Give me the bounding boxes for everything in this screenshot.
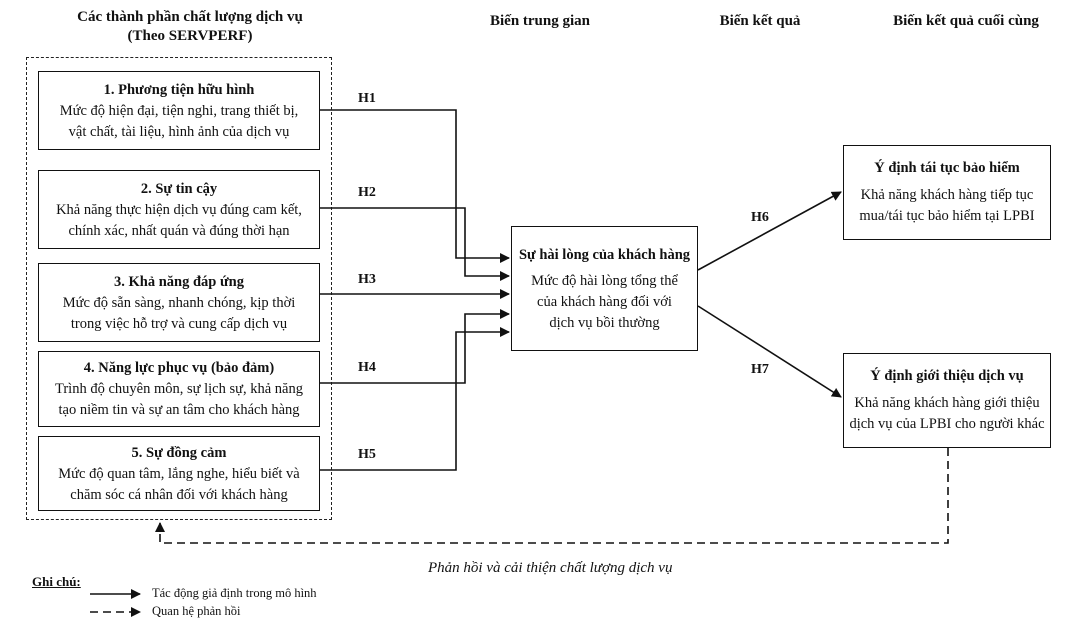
header-mediator: Biến trung gian (489, 13, 591, 29)
arrow-h2 (320, 207, 510, 281)
satisfaction-line1: Mức độ hài lòng tổng thể (531, 273, 678, 289)
referral-line2: dịch vụ của LPBI cho người khác (849, 416, 1045, 432)
arrow-h1 (320, 109, 510, 263)
referral-intention-box: Ý định giới thiệu dịch vụ Khả năng khách… (843, 353, 1051, 448)
header-components-line2: (Theo SERVPERF) (127, 28, 253, 44)
header-outcome: Biến kết quả (719, 13, 801, 29)
component-box-empathy: 5. Sự đồng cảm Mức độ quan tâm, lắng ngh… (38, 436, 320, 511)
renewal-line1: Khả năng khách hàng tiếp tục (860, 187, 1034, 203)
component-desc-line2: chăm sóc cá nhân đối với khách hàng (70, 487, 288, 503)
hypothesis-label-h1: H1 (358, 91, 376, 106)
hypothesis-label-h5: H5 (358, 447, 376, 462)
satisfaction-title: Sự hài lòng của khách hàng (518, 247, 691, 263)
component-title: 1. Phương tiện hữu hình (103, 82, 255, 98)
component-box-responsiveness: 3. Khả năng đáp ứng Mức độ sẵn sàng, nha… (38, 263, 320, 342)
arrow-h6 (697, 191, 842, 271)
renewal-title: Ý định tái tục bảo hiểm (874, 160, 1020, 176)
hypothesis-label-h4: H4 (358, 360, 376, 375)
arrow-h4 (320, 309, 510, 384)
component-desc-line1: Trình độ chuyên môn, sự lịch sự, khả năn… (55, 381, 303, 397)
component-box-assurance: 4. Năng lực phục vụ (bảo đảm) Trình độ c… (38, 351, 320, 427)
component-title: 5. Sự đồng cảm (131, 445, 227, 461)
satisfaction-line3: dịch vụ bồi thường (549, 315, 660, 331)
satisfaction-line2: của khách hàng đối với (537, 294, 672, 310)
arrow-h5 (320, 327, 510, 471)
hypothesis-label-h7: H7 (751, 362, 769, 377)
component-desc-line1: Mức độ quan tâm, lắng nghe, hiểu biết và (58, 466, 300, 482)
component-desc-line1: Mức độ hiện đại, tiện nghi, trang thiết … (59, 103, 299, 119)
components-group (26, 57, 332, 520)
legend-solid-label: Tác động giả định trong mô hình (152, 586, 317, 600)
satisfaction-box: Sự hài lòng của khách hàng Mức độ hài lò… (511, 226, 698, 351)
legend-dashed-label: Quan hệ phản hồi (152, 604, 241, 618)
renewal-line2: mua/tái tục bảo hiểm tại LPBI (859, 208, 1035, 224)
component-desc-line2: vật chất, tài liệu, hình ảnh của dịch vụ (68, 124, 290, 140)
header-components-line1: Các thành phần chất lượng dịch vụ (77, 9, 303, 25)
component-box-reliability: 2. Sự tin cậy Khả năng thực hiện dịch vụ… (38, 170, 320, 249)
component-desc-line1: Mức độ sẵn sàng, nhanh chóng, kịp thời (62, 295, 296, 311)
feedback-loop-arrow (155, 448, 949, 544)
component-title: 2. Sự tin cậy (140, 181, 218, 197)
arrow-h7 (697, 305, 842, 398)
component-desc-line2: trong việc hỗ trợ và cung cấp dịch vụ (70, 316, 288, 332)
hypothesis-label-h6: H6 (751, 210, 769, 225)
renewal-intention-box: Ý định tái tục bảo hiểm Khả năng khách h… (843, 145, 1051, 240)
component-box-tangibles: 1. Phương tiện hữu hình Mức độ hiện đại,… (38, 71, 320, 150)
component-desc-line1: Khả năng thực hiện dịch vụ đúng cam kết, (56, 202, 302, 218)
component-title: 4. Năng lực phục vụ (bảo đảm) (83, 360, 275, 376)
component-desc-line2: chính xác, nhất quán và đúng thời hạn (68, 223, 290, 239)
header-components: Các thành phần chất lượng dịch vụ (Theo … (40, 8, 340, 46)
referral-line1: Khả năng khách hàng giới thiệu (854, 395, 1040, 411)
legend-title: Ghi chú: (32, 574, 81, 589)
hypothesis-label-h2: H2 (358, 185, 376, 200)
referral-title: Ý định giới thiệu dịch vụ (870, 368, 1024, 384)
feedback-caption: Phản hồi và cải thiện chất lượng dịch vụ (428, 560, 673, 576)
component-title: 3. Khả năng đáp ứng (114, 274, 244, 290)
hypothesis-label-h3: H3 (358, 272, 376, 287)
header-final-outcome: Biến kết quả cuối cùng (893, 13, 1039, 29)
component-desc-line2: tạo niềm tin và sự an tâm cho khách hàng (58, 402, 300, 418)
